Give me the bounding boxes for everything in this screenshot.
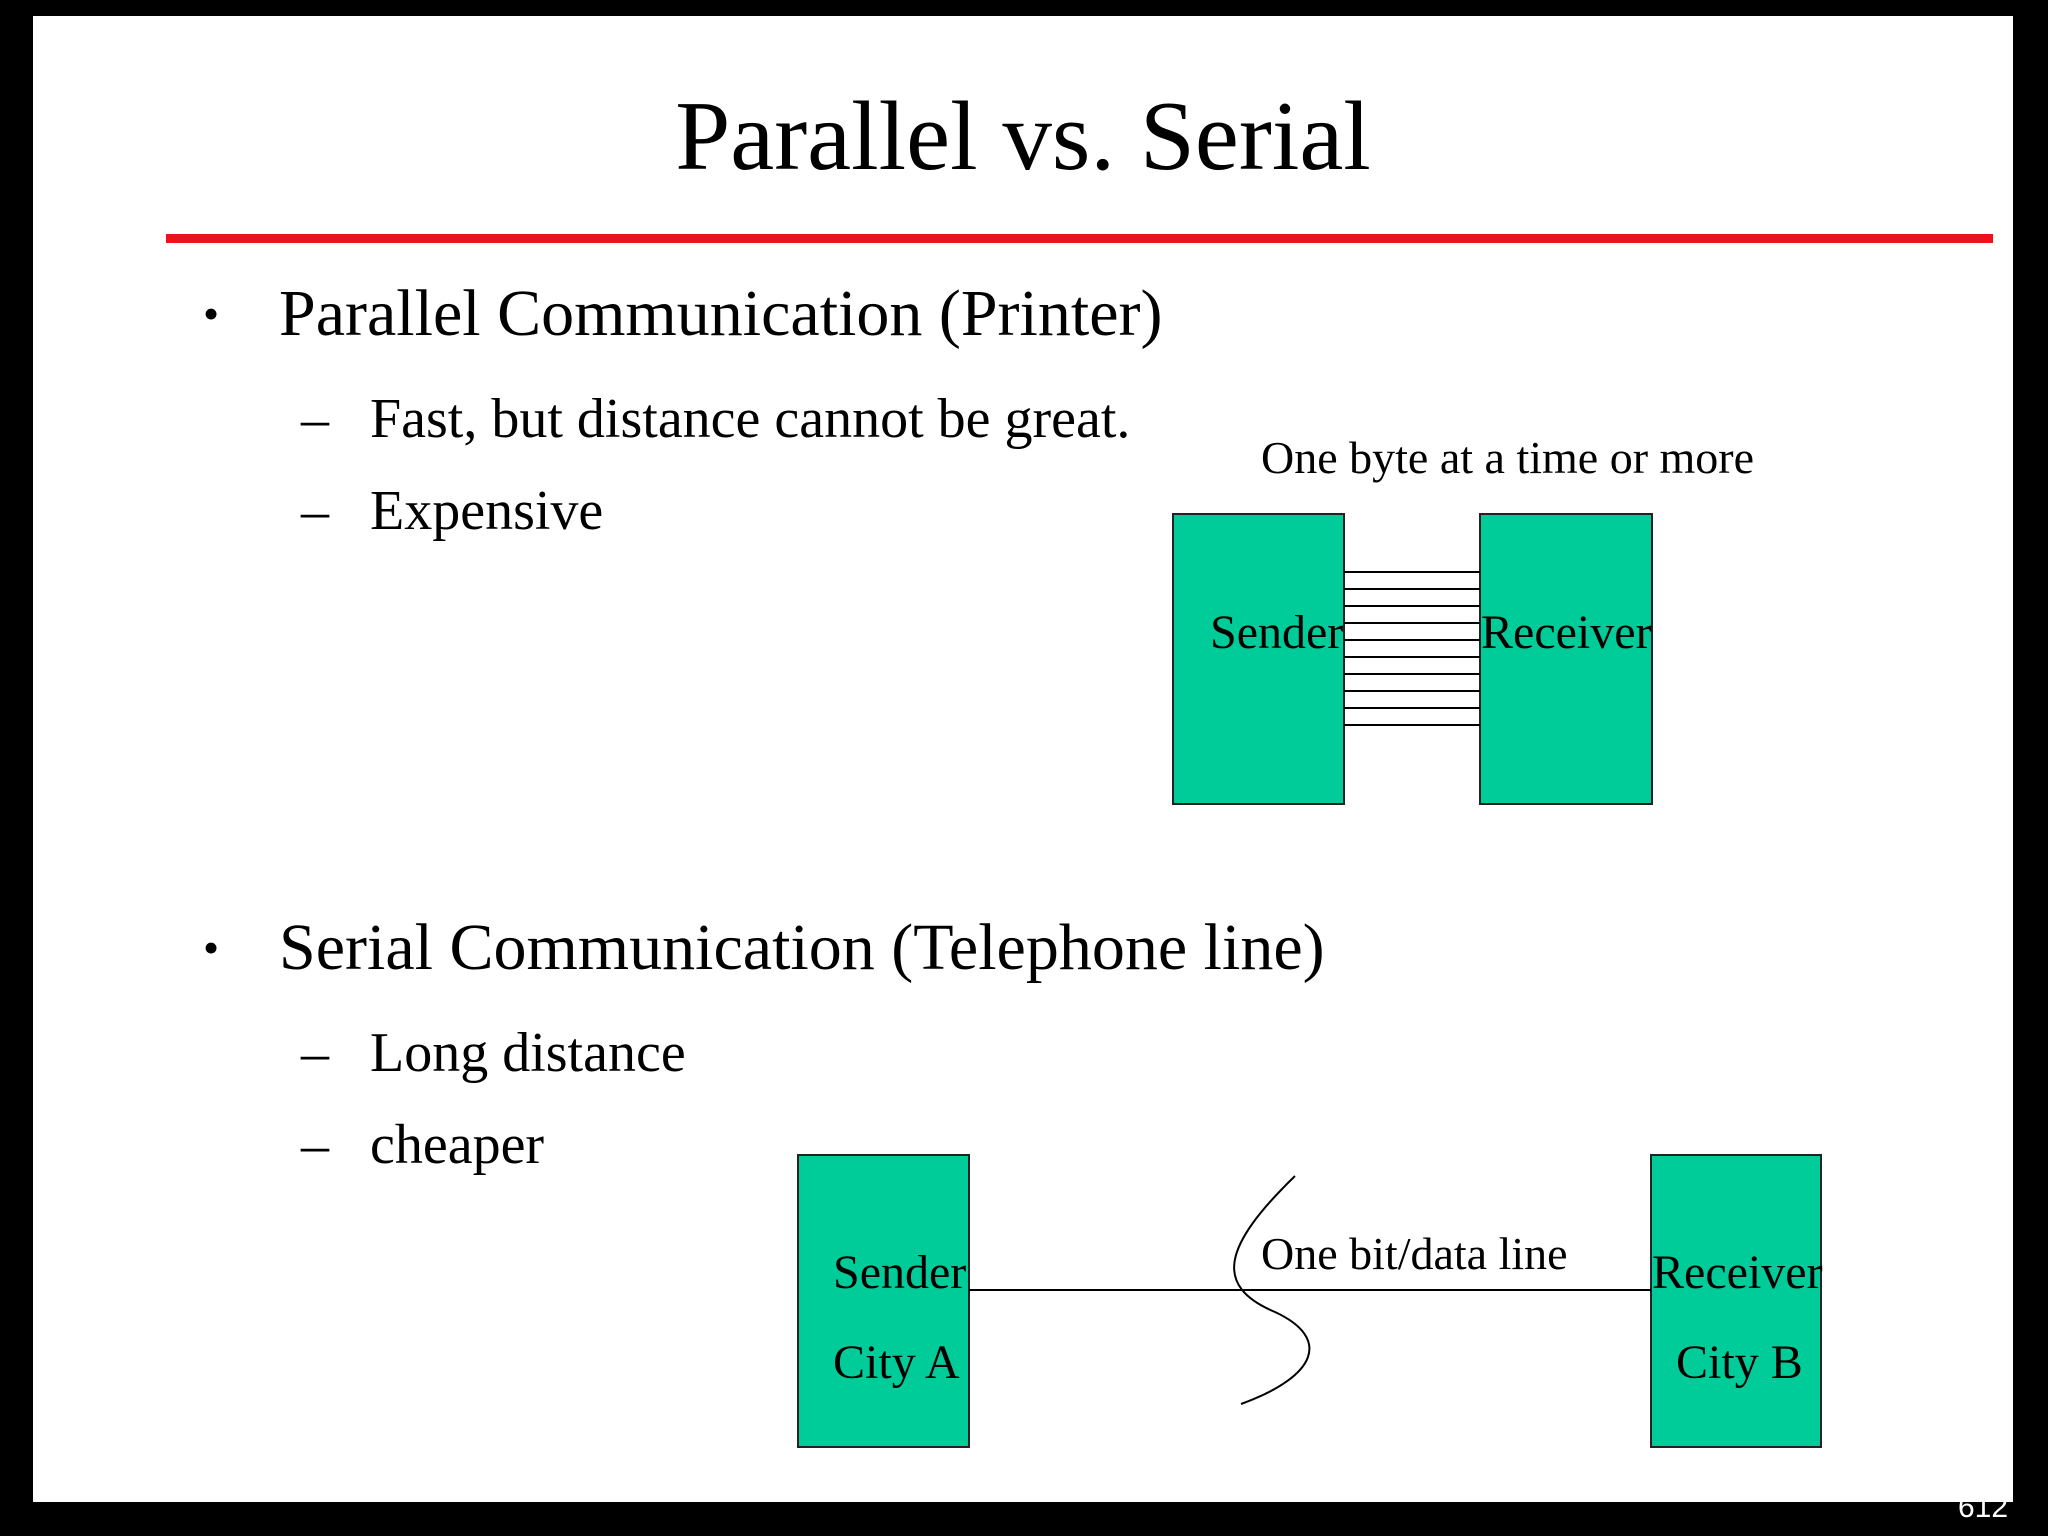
parallel-heading: Parallel Communication (Printer) (279, 277, 1163, 350)
parallel-sender-box (1172, 513, 1345, 805)
serial-sender-label: Sender (833, 1246, 967, 1299)
distance-break-squiggle (1233, 1175, 1311, 1405)
serial-line-drawing (969, 1175, 1651, 1405)
parallel-data-lines (1344, 571, 1480, 726)
serial-receiver-label: Receiver (1652, 1246, 1823, 1299)
serial-point-2: cheaper (370, 1114, 545, 1176)
page-number: 612 (1958, 1491, 2009, 1524)
parallel-point-2: Expensive (370, 480, 604, 542)
serial-line-label: One bit/data line (1261, 1228, 1568, 1279)
serial-sender-city: City A (833, 1336, 960, 1389)
title-divider (166, 234, 1993, 243)
serial-sender-box (797, 1154, 970, 1448)
slide: Parallel vs. Serial • Parallel Communica… (33, 16, 2013, 1502)
dash-marker: – (301, 1114, 329, 1176)
parallel-point-1: Fast, but distance cannot be great. (370, 388, 1131, 450)
bullet-marker: • (203, 922, 220, 973)
dash-marker: – (301, 1022, 329, 1084)
serial-receiver-city: City B (1676, 1336, 1803, 1389)
parallel-receiver-box (1479, 513, 1653, 805)
serial-point-1: Long distance (370, 1022, 686, 1084)
bullet-marker: • (203, 288, 220, 339)
slide-title: Parallel vs. Serial (675, 82, 1371, 191)
serial-receiver-box (1650, 1154, 1822, 1448)
parallel-receiver-label: Receiver (1481, 606, 1652, 659)
dash-marker: – (301, 388, 329, 450)
parallel-sender-label: Sender (1210, 606, 1344, 659)
parallel-caption: One byte at a time or more (1261, 432, 1755, 483)
serial-heading: Serial Communication (Telephone line) (279, 911, 1325, 984)
dash-marker: – (301, 480, 329, 542)
